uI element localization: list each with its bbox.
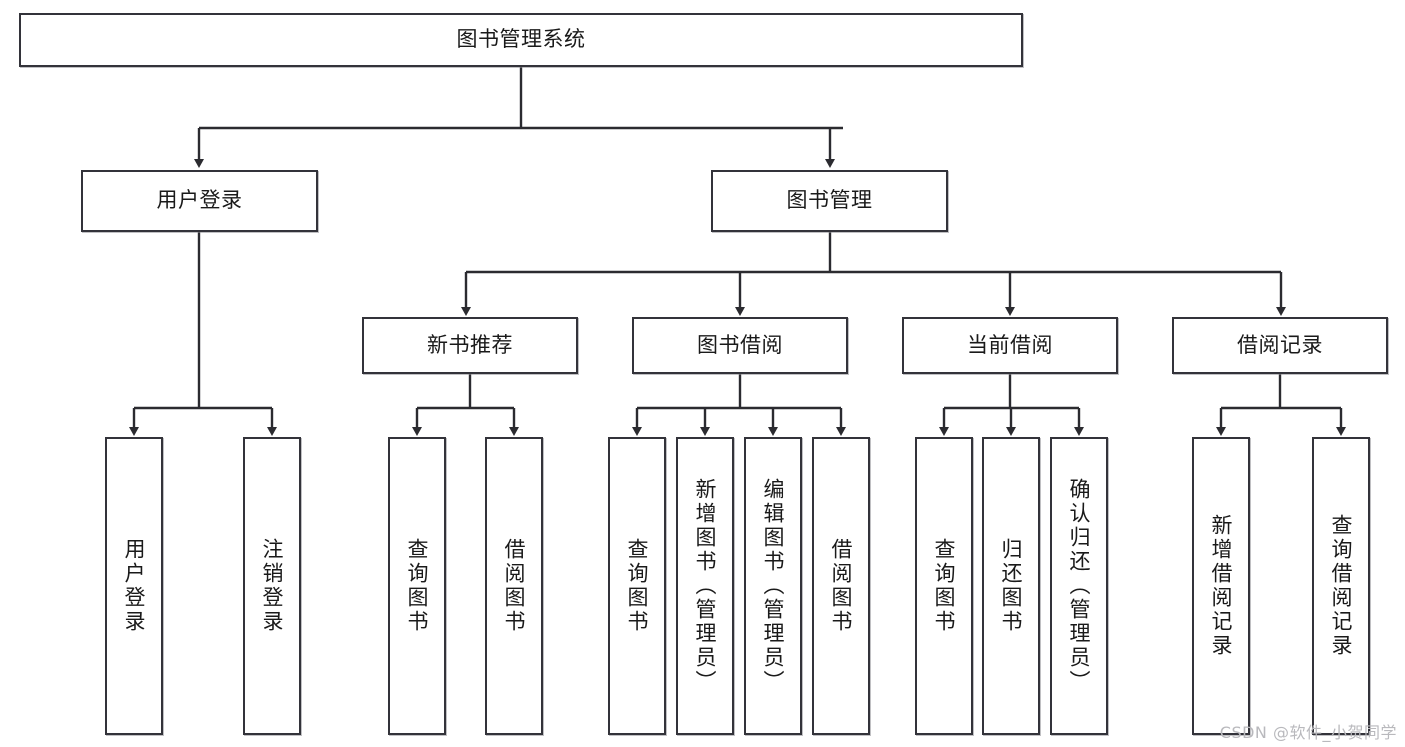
node-book-borrow-label: 图书借阅 bbox=[697, 332, 783, 357]
leaf-borrow-do-borrow-label: 借阅图书 bbox=[829, 538, 854, 634]
leaf-borrow-edit-book-label: 编辑图书（管理员） bbox=[761, 478, 786, 694]
leaf-recommend-query-book-label: 查询图书 bbox=[405, 538, 430, 634]
leaf-current-query-book-label: 查询图书 bbox=[932, 538, 957, 634]
leaf-recommend-query-book[interactable]: 查询图书 bbox=[388, 437, 446, 735]
watermark-text: CSDN @软件_小贺同学 bbox=[1219, 723, 1397, 742]
leaf-borrow-add-book[interactable]: 新增图书（管理员） bbox=[676, 437, 734, 735]
node-new-book-recommend[interactable]: 新书推荐 bbox=[362, 317, 578, 374]
leaf-borrow-add-book-label: 新增图书（管理员） bbox=[693, 478, 718, 694]
leaf-borrow-edit-book[interactable]: 编辑图书（管理员） bbox=[744, 437, 802, 735]
leaf-record-search-label: 查询借阅记录 bbox=[1329, 514, 1354, 658]
leaf-current-return-book[interactable]: 归还图书 bbox=[982, 437, 1040, 735]
node-borrow-record-label: 借阅记录 bbox=[1237, 332, 1323, 357]
leaf-user-login[interactable]: 用户登录 bbox=[105, 437, 163, 735]
node-borrow-record[interactable]: 借阅记录 bbox=[1172, 317, 1388, 374]
leaf-user-login-label: 用户登录 bbox=[122, 538, 147, 634]
leaf-current-query-book[interactable]: 查询图书 bbox=[915, 437, 973, 735]
leaf-borrow-query-book[interactable]: 查询图书 bbox=[608, 437, 666, 735]
node-book-borrow[interactable]: 图书借阅 bbox=[632, 317, 848, 374]
node-book-manage-label: 图书管理 bbox=[786, 188, 873, 213]
leaf-recommend-borrow-book-label: 借阅图书 bbox=[502, 538, 527, 634]
node-user-login[interactable]: 用户登录 bbox=[81, 170, 318, 232]
leaf-current-confirm-return[interactable]: 确认归还（管理员） bbox=[1050, 437, 1108, 735]
leaf-recommend-borrow-book[interactable]: 借阅图书 bbox=[485, 437, 543, 735]
node-root-label: 图书管理系统 bbox=[456, 27, 586, 52]
node-root[interactable]: 图书管理系统 bbox=[19, 13, 1023, 67]
leaf-user-logout-label: 注销登录 bbox=[260, 538, 285, 634]
leaf-user-logout[interactable]: 注销登录 bbox=[243, 437, 301, 735]
node-new-book-recommend-label: 新书推荐 bbox=[427, 332, 513, 357]
leaf-borrow-do-borrow[interactable]: 借阅图书 bbox=[812, 437, 870, 735]
node-book-manage[interactable]: 图书管理 bbox=[711, 170, 948, 232]
node-current-borrow-label: 当前借阅 bbox=[967, 332, 1053, 357]
leaf-record-add-label: 新增借阅记录 bbox=[1209, 514, 1234, 658]
leaf-current-confirm-return-label: 确认归还（管理员） bbox=[1067, 478, 1092, 694]
node-user-login-label: 用户登录 bbox=[156, 188, 243, 213]
leaf-borrow-query-book-label: 查询图书 bbox=[625, 538, 650, 634]
node-current-borrow[interactable]: 当前借阅 bbox=[902, 317, 1118, 374]
leaf-record-add[interactable]: 新增借阅记录 bbox=[1192, 437, 1250, 735]
leaf-current-return-book-label: 归还图书 bbox=[999, 538, 1024, 634]
leaf-record-search[interactable]: 查询借阅记录 bbox=[1312, 437, 1370, 735]
